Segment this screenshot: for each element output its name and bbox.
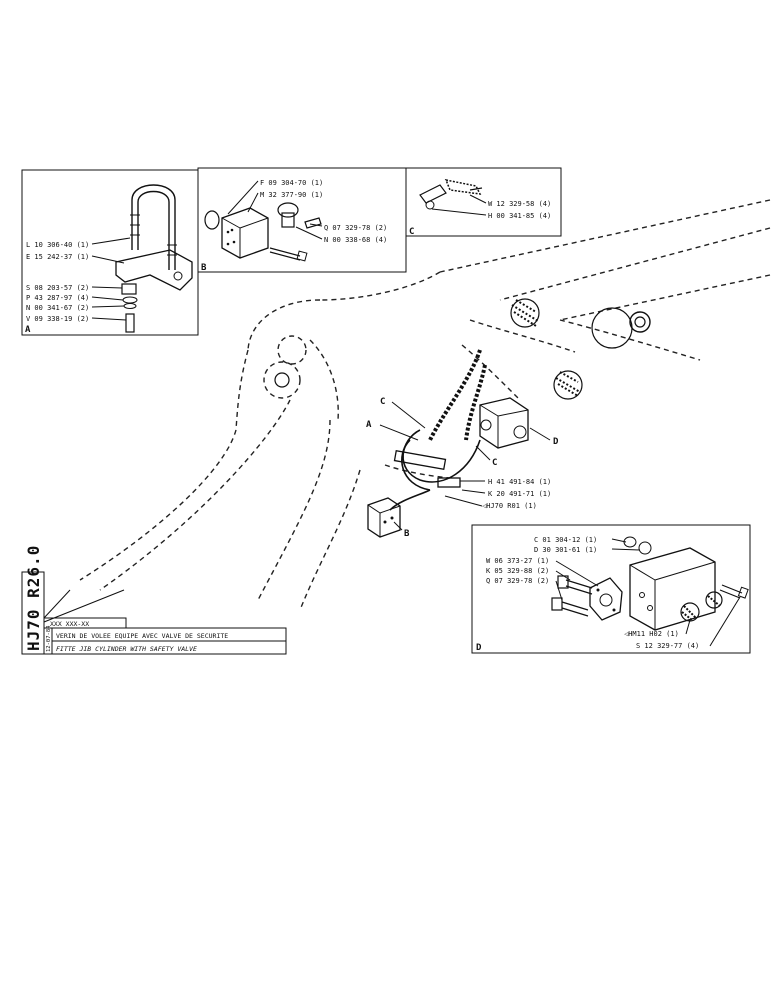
- part-label: M 32 377-90 (1): [260, 191, 323, 199]
- panel-a-letter: A: [25, 325, 31, 335]
- part-label: H 00 341-85 (4): [488, 212, 551, 220]
- pivot-pins: [263, 307, 651, 399]
- part-label: W 06 373-27 (1): [486, 557, 549, 565]
- callout-a: A: [366, 420, 372, 430]
- cylinder-port-fittings: [510, 298, 583, 400]
- jib-boom-outline: [79, 199, 771, 611]
- main-callouts: C A C D B H 41 491-84 (1) K 20 491-71 (1…: [366, 397, 559, 539]
- title-block: HJ70 R26.0 XXX XXX-XX 12-07-84 VERIN DE …: [21, 545, 287, 655]
- detail-panel-a: A L 10 306-40 (1) E 15 242-37 (1) S 08 2…: [21, 169, 199, 336]
- panel-b-letter: B: [201, 263, 207, 273]
- part-label: S 08 203-57 (2): [26, 284, 89, 292]
- date: 12-07-84: [46, 625, 52, 652]
- part-label: H 41 491-84 (1): [488, 478, 551, 486]
- title-english: FITTE JIB CYLINDER WITH SAFETY VALVE: [56, 645, 197, 653]
- detail-panel-d: D C 01 304-12 (1) D 30: [471, 524, 751, 654]
- part-label: C 01 304-12 (1): [534, 536, 597, 544]
- part-label: ◁HJ70 R01 (1): [481, 502, 537, 510]
- detail-panel-c: C W 12 329-58 (4) H 00 341-85 (4): [405, 167, 562, 237]
- part-label: Q 07 329-78 (2): [486, 577, 549, 585]
- part-label: D 30 301-61 (1): [534, 546, 597, 554]
- hose-clamp: [393, 449, 461, 488]
- part-label: V 09 338-19 (2): [26, 315, 89, 323]
- panel-c-letter: C: [409, 227, 414, 237]
- hydraulic-hoses: [389, 349, 487, 511]
- part-label: L 10 306-40 (1): [26, 241, 89, 249]
- part-label: W 12 329-58 (4): [488, 200, 551, 208]
- part-label: N 00 338-68 (4): [324, 236, 387, 244]
- part-label: N 00 341-67 (2): [26, 304, 89, 312]
- part-label: ◁HM11 H02 (1): [623, 630, 679, 638]
- callout-b: B: [404, 529, 410, 539]
- ref-number: XXX XXX-XX: [50, 620, 89, 628]
- part-label: E 15 242-37 (1): [26, 253, 89, 261]
- part-label: P 43 287-97 (4): [26, 294, 89, 302]
- part-label: Q 07 329-78 (2): [324, 224, 387, 232]
- callout-c-upper: C: [380, 397, 385, 407]
- callout-d: D: [553, 437, 559, 447]
- part-label: K 05 329-88 (2): [486, 567, 549, 575]
- part-label: K 20 491-71 (1): [488, 490, 551, 498]
- model-code: HJ70 R26.0: [24, 545, 43, 651]
- detail-panel-b: B F 09 304-70 (1) M 32 377-90 (1) Q 07 3…: [197, 167, 407, 273]
- part-label: F 09 304-70 (1): [260, 179, 323, 187]
- panel-d-letter: D: [476, 643, 482, 653]
- part-label: S 12 329-77 (4): [636, 642, 699, 650]
- valve-block-b: [367, 497, 401, 538]
- callout-c-lower: C: [492, 458, 497, 468]
- title-french: VERIN DE VOLEE EQUIPE AVEC VALVE DE SECU…: [56, 632, 228, 640]
- safety-valve-block: [479, 397, 529, 449]
